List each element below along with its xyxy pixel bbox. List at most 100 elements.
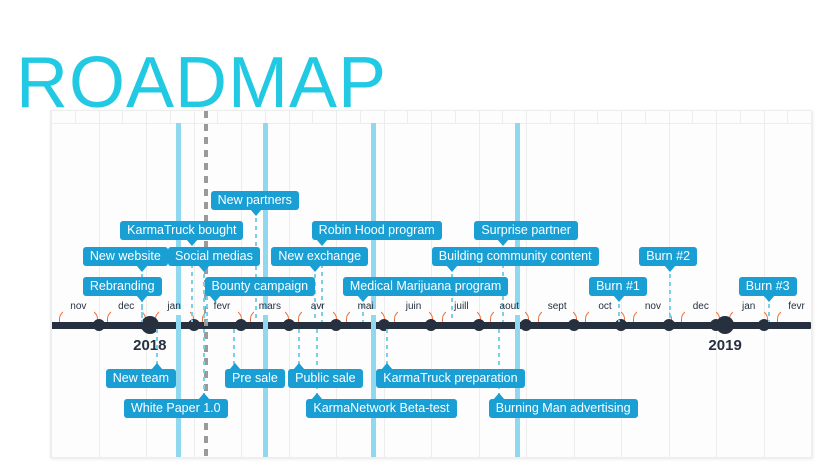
event-connector (618, 296, 621, 322)
event-label-above[interactable]: Burn #1 (589, 277, 647, 302)
pill-tail (197, 265, 210, 272)
month-bracket (489, 309, 529, 322)
month-label: oct (598, 301, 612, 312)
gridline (526, 111, 527, 457)
pill-tail (493, 393, 506, 400)
event-label-below[interactable]: White Paper 1.0 (123, 393, 228, 418)
axis-dot (757, 319, 770, 331)
axis-dot (92, 319, 105, 331)
event-label-below[interactable]: Public sale (288, 363, 363, 388)
month-bracket (537, 309, 577, 322)
gridline-tick (502, 111, 504, 123)
pill-tail (250, 209, 263, 216)
event-connector (668, 266, 671, 322)
month-bracket (729, 309, 769, 322)
month-bracket (393, 309, 434, 322)
pill-tail (208, 295, 221, 302)
gridline-tick (454, 111, 456, 123)
axis-dot (472, 319, 485, 331)
axis-dot (615, 319, 627, 331)
event-label-above[interactable]: Rebranding (82, 277, 162, 302)
event-label-above[interactable]: KarmaTruck bought (120, 221, 244, 246)
event-label-above[interactable]: Burn #3 (738, 277, 797, 302)
highlight-band (515, 123, 521, 457)
year-label: 2019 (708, 337, 742, 354)
event-label-above[interactable]: Robin Hood program (311, 221, 442, 246)
pill-tail (309, 265, 322, 272)
pill-tail (229, 363, 242, 370)
event-label-above[interactable]: New partners (210, 191, 299, 216)
pill-tail (356, 295, 369, 302)
event-label-above[interactable]: New website (82, 247, 168, 272)
pill-tail (663, 265, 676, 272)
event-connector (320, 240, 323, 322)
gridline (716, 111, 717, 457)
event-label-below[interactable]: KarmaTruck preparation (376, 363, 525, 388)
event-label-above[interactable]: Social medias (168, 247, 260, 272)
gridline-tick (264, 111, 266, 123)
month-label: jan (741, 301, 756, 312)
event-connector (233, 329, 236, 369)
event-connector (156, 329, 159, 369)
pill-tail (613, 295, 626, 302)
axis-dot (282, 319, 295, 331)
gridline-tick (597, 111, 599, 123)
axis-dot (662, 319, 675, 331)
month-label: mars (258, 301, 281, 312)
event-label-below[interactable]: New team (105, 363, 176, 388)
event-label-above[interactable]: Building community content (431, 247, 599, 272)
month-label: aout (499, 301, 519, 312)
pill-tail (763, 295, 776, 302)
event-label-above[interactable]: New exchange (271, 247, 369, 272)
event-label-below[interactable]: Pre sale (225, 363, 285, 388)
gridline-tick (169, 111, 171, 123)
gridline-tick (692, 111, 694, 123)
year-label: 2018 (133, 337, 167, 354)
event-connector (314, 266, 317, 322)
event-label-below[interactable]: KarmaNetwork Beta-test (306, 393, 457, 418)
page-title: ROADMAP (16, 43, 388, 124)
pill-tail (380, 363, 393, 370)
month-label: juill (454, 301, 469, 312)
pill-tail (292, 363, 305, 370)
gridline-tick (787, 111, 789, 123)
pill-tail (186, 239, 199, 246)
gridline-tick (644, 111, 646, 123)
month-bracket (585, 309, 625, 322)
axis-dot (330, 319, 342, 331)
axis-dot (235, 319, 247, 331)
month-label: fevr (213, 301, 231, 312)
event-connector (361, 296, 364, 322)
event-label-above[interactable]: Medical Marijuana program (342, 277, 509, 302)
event-connector (316, 329, 318, 399)
month-label: nov (644, 301, 661, 312)
axis-year-dot (140, 316, 159, 334)
month-label: nov (70, 301, 87, 312)
gridline-tick (217, 111, 219, 123)
month-label: dec (692, 301, 709, 312)
event-connector (205, 296, 208, 322)
event-label-above[interactable]: Bounty campaign (204, 277, 316, 302)
event-connector (297, 329, 300, 369)
month-label: fevr (788, 301, 805, 312)
highlight-band (175, 123, 181, 457)
event-connector (498, 329, 501, 399)
event-label-above[interactable]: Burn #2 (639, 247, 698, 272)
pill-tail (446, 265, 459, 272)
month-label: mai (357, 301, 374, 312)
gridline (336, 111, 337, 457)
month-label: avr (310, 301, 325, 312)
event-connector (202, 266, 205, 322)
month-bracket (441, 309, 481, 322)
event-connector (191, 240, 194, 322)
axis-dot (377, 319, 390, 331)
event-connector (768, 296, 771, 322)
month-bracket (58, 309, 98, 322)
event-label-below[interactable]: Burning Man advertising (488, 393, 638, 418)
month-bracket (776, 309, 811, 322)
pill-tail (315, 239, 328, 246)
event-connector (385, 329, 388, 369)
gridline (573, 111, 575, 457)
event-label-above[interactable]: Surprise partner (474, 221, 578, 246)
